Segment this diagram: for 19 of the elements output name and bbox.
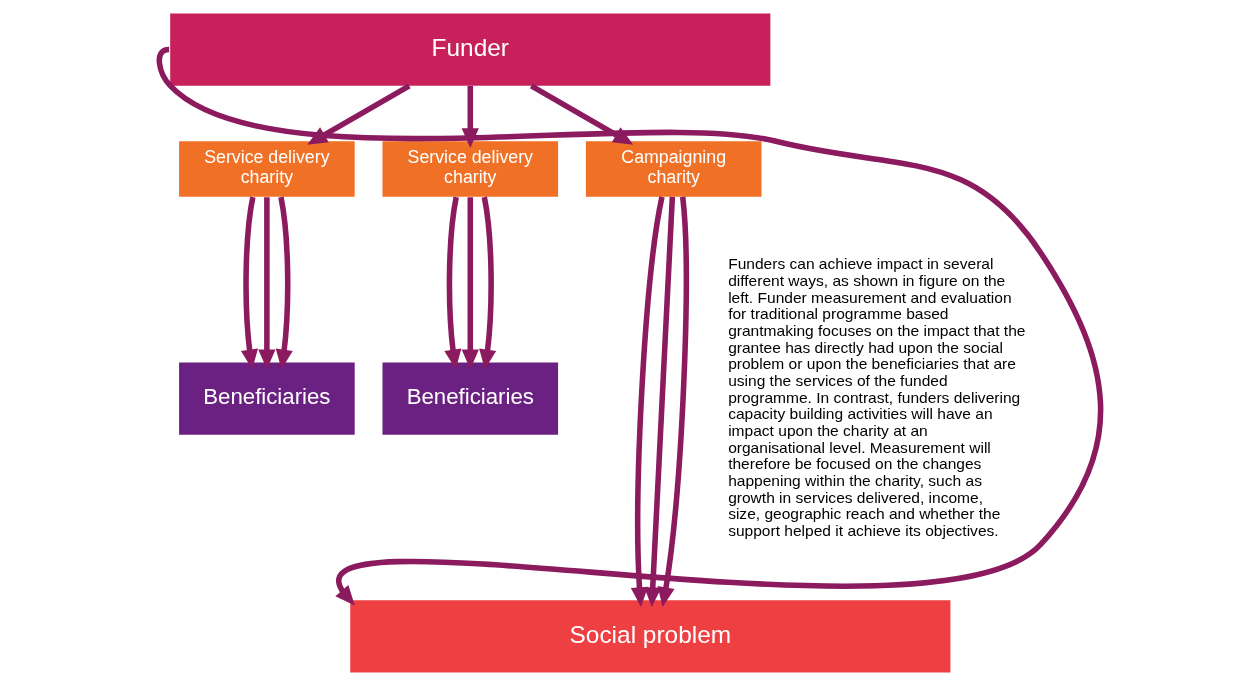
node-box: Beneficiaries — [381, 361, 558, 435]
label: Funders can achieve impact in several different ways, as shown in figure on the left. Funder measurement and evaluation for traditional programme based grantmaking focuses on the impact that the grantee has directly had upon the social problem or upon the beneficiaries that are using the services of the funded programme. In contrast, funders delivering capacity building activities will have an impact upon the charity at an organisational level. Measurement will therefore be focused on the changes happening within the charity, such as growth in services delivered, income, size, geographic reach and whether the support helped it achieve its objectives. — [727, 254, 1025, 539]
node-box: Social problem — [349, 599, 950, 673]
arrow — [461, 85, 479, 148]
arrow — [257, 196, 275, 369]
arrow — [478, 196, 496, 369]
node-box: Service delivery charity — [381, 140, 558, 197]
node-box: Funder — [169, 12, 770, 86]
arrow — [529, 82, 633, 145]
node-box: Service delivery charity — [178, 140, 355, 197]
arrow — [240, 196, 258, 369]
node-box: Campaigning charity — [585, 140, 761, 197]
arrow — [443, 196, 461, 369]
arrow — [275, 196, 293, 369]
arrow — [643, 196, 675, 607]
arrow — [461, 196, 479, 369]
arrow — [657, 196, 689, 607]
node-box: Beneficiaries — [178, 361, 355, 435]
arrow — [630, 195, 665, 607]
